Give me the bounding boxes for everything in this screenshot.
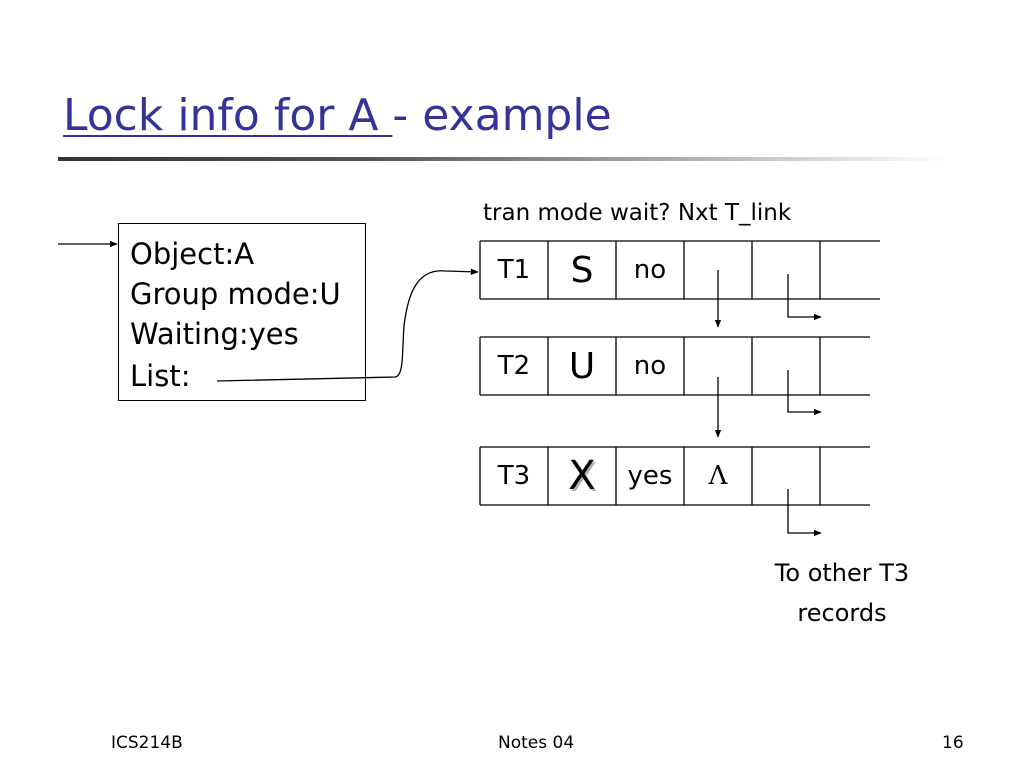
t1-mode-cell: S [570, 249, 594, 291]
record-t2-rules [479, 336, 870, 396]
t3-wait-cell: yes [627, 461, 673, 491]
record-t1-rules [479, 240, 880, 300]
slide-title: Lock info for A - example [63, 86, 612, 146]
t2-wait-cell: no [633, 351, 667, 381]
t2-tran-cell: T2 [497, 351, 531, 381]
title-suffix: - example [392, 90, 612, 141]
t3-nxt-null-cell: Λ [708, 461, 728, 491]
t3-tran-cell: T3 [497, 461, 531, 491]
lock-info-box [118, 223, 366, 401]
t1-tlink-arrow [787, 274, 822, 321]
t1-tran-cell: T1 [497, 255, 531, 285]
t1-wait-cell: no [633, 255, 667, 285]
note-line-1: To other T3 [774, 559, 910, 587]
t3-mode-cell: X [568, 453, 596, 499]
footer-page-number: 16 [942, 733, 964, 753]
object-label: Object:A [130, 237, 255, 271]
footer-notes: Notes 04 [498, 733, 575, 753]
record-t3-rules [479, 446, 870, 506]
title-link[interactable]: Lock info for A [63, 90, 393, 141]
note-line-2: records [797, 599, 887, 627]
record-column-header: tran mode wait? Nxt T_link [483, 200, 792, 226]
title-underline-rule [58, 157, 948, 161]
t2-tlink-arrow [787, 370, 822, 416]
group-mode-label: Group mode:U [130, 277, 341, 311]
t3-tlink-arrow [787, 489, 822, 537]
list-pointer-curve [216, 268, 479, 382]
footer-course: ICS214B [111, 733, 183, 753]
other-records-note: To other T3 records [764, 553, 920, 633]
waiting-label: Waiting:yes [130, 317, 299, 351]
t2-mode-cell: U [568, 345, 596, 387]
list-label: List: [130, 359, 191, 393]
